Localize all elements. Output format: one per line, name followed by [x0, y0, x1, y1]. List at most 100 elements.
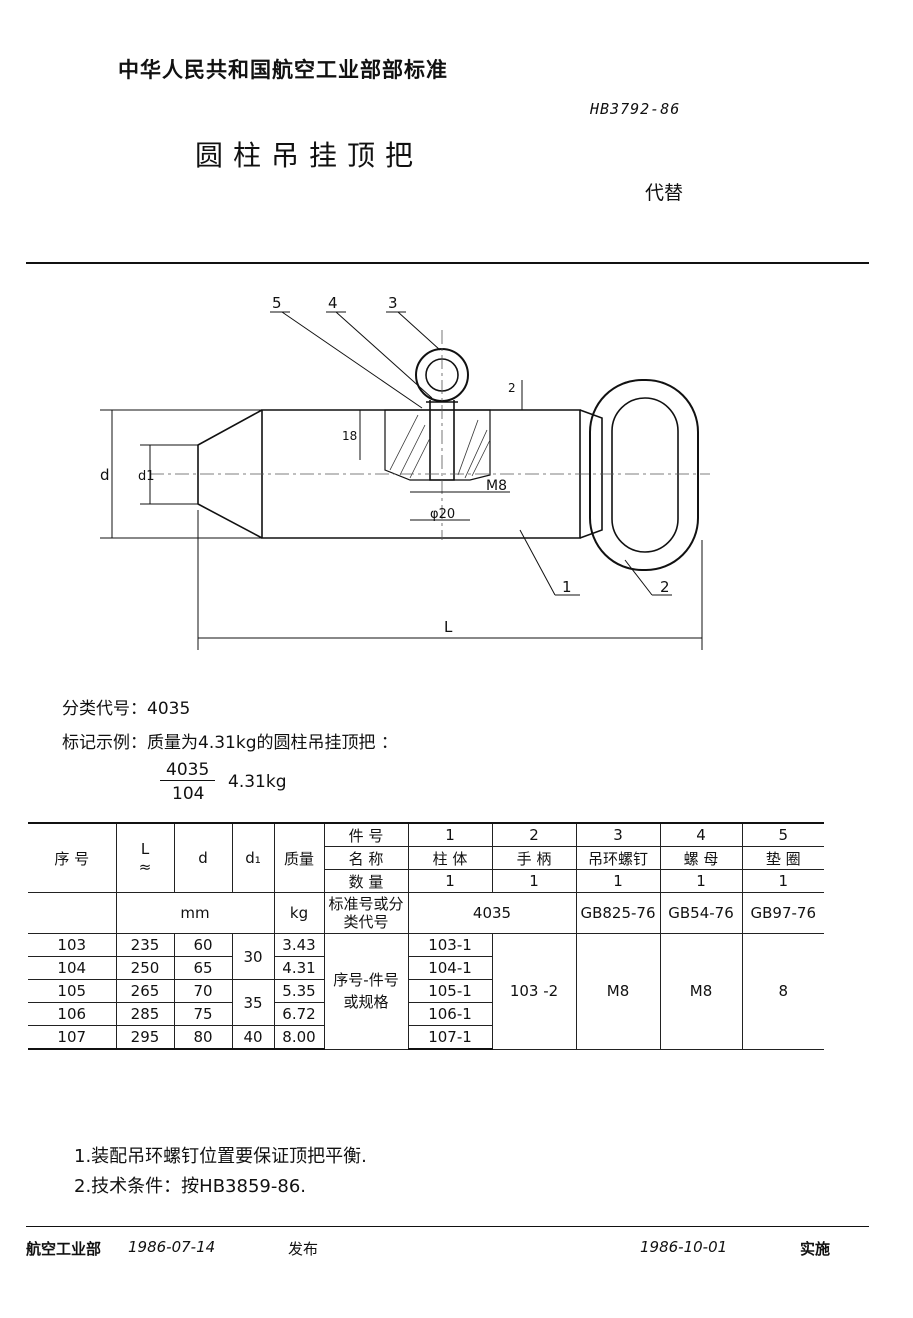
table-row: 105 265 70 35 5.35 105-1 — [28, 979, 824, 1026]
table-cell: M8 — [659, 933, 743, 1050]
h-serial: 序 号 — [28, 822, 117, 893]
table-cell: 103 -2 — [491, 933, 577, 1050]
table-cell: 垫 圈 — [741, 846, 824, 870]
table-row: 106 285 75 6.72 106-1 — [28, 1002, 824, 1026]
footer-issue-date: 1986-07-14 — [128, 1238, 216, 1256]
h-qty: 数 量 — [323, 869, 409, 893]
table-cell: 105-1 — [407, 979, 493, 1003]
h-std: 标准号或分类代号 — [323, 892, 409, 934]
footer-divider — [26, 1226, 869, 1227]
table-cell: 5 — [741, 822, 824, 847]
dim-2: 2 — [508, 381, 516, 395]
h-L: L≈ — [115, 822, 175, 893]
table-cell: 4.31 — [273, 956, 325, 980]
table-cell: 3 — [575, 822, 661, 847]
technical-drawing: 5 4 3 2 1 d d1 L 18 2 M8 φ20 — [100, 294, 710, 650]
h-d: d — [173, 822, 233, 893]
table-row: 107 295 80 40 8.00 107-1 — [28, 1025, 824, 1050]
table-cell: 75 — [173, 1002, 233, 1026]
h-name: 名 称 — [323, 846, 409, 870]
note-2: 2.技术条件：按HB3859-86. — [74, 1176, 306, 1197]
standard-code: HB3792-86 — [590, 100, 681, 118]
table-cell: 103 — [28, 933, 117, 957]
table-cell: 35 — [231, 979, 275, 1026]
table-cell: 8.00 — [273, 1025, 325, 1050]
mark-numerator: 4035 — [160, 760, 216, 781]
table-cell: GB97-76 — [741, 892, 824, 934]
table-cell: 285 — [115, 1002, 175, 1026]
table-cell: 106-1 — [407, 1002, 493, 1026]
table-cell: 65 — [173, 956, 233, 980]
table-cell: 60 — [173, 933, 233, 957]
spec-label: 序号-件号或规格 — [323, 933, 409, 1050]
table-cell: 235 — [115, 933, 175, 957]
table-cell: 295 — [115, 1025, 175, 1050]
table-cell: 107 — [28, 1025, 117, 1050]
dim-L: L — [444, 618, 453, 636]
table-cell: 8 — [741, 933, 824, 1050]
table-cell: 手 柄 — [491, 846, 577, 870]
table-cell — [28, 892, 117, 934]
table-cell: 吊环螺钉 — [575, 846, 661, 870]
classification-code: 分类代号：4035 — [62, 699, 191, 719]
table-cell: 1 — [491, 869, 577, 893]
table-cell: 6.72 — [273, 1002, 325, 1026]
table-cell: 3.43 — [273, 933, 325, 957]
table-cell: 103-1 — [407, 933, 493, 957]
callout-2: 2 — [660, 578, 670, 596]
h-part-no: 件 号 — [323, 822, 409, 847]
table-cell: 250 — [115, 956, 175, 980]
table-cell: GB54-76 — [659, 892, 743, 934]
table-cell: 螺 母 — [659, 846, 743, 870]
table-cell: 1 — [407, 869, 493, 893]
table-cell: 105 — [28, 979, 117, 1003]
callout-5: 5 — [272, 294, 282, 312]
table-cell: 1 — [741, 869, 824, 893]
table-cell: 104-1 — [407, 956, 493, 980]
footer-effective-date: 1986-10-01 — [640, 1238, 728, 1256]
dim-d: d — [100, 466, 110, 484]
table-cell: 30 — [231, 933, 275, 980]
table-cell: 70 — [173, 979, 233, 1003]
table-row: 103 235 60 30 3.43 序号-件号或规格 103-1 103 -2… — [28, 933, 824, 1050]
table-cell: M8 — [575, 933, 661, 1050]
table-cell: 40 — [231, 1025, 275, 1050]
dim-m8: M8 — [486, 478, 507, 494]
table-cell: 4035 — [407, 892, 577, 934]
dim-18: 18 — [342, 429, 357, 443]
table-cell: 1 — [659, 869, 743, 893]
mark-mass: 4.31kg — [228, 772, 287, 792]
callout-3: 3 — [388, 294, 398, 312]
h-mm: mm — [115, 892, 275, 934]
table-cell: 5.35 — [273, 979, 325, 1003]
mark-denominator: 104 — [172, 784, 205, 804]
h-mass: 质量 — [273, 822, 325, 893]
replaces-label: 代替 — [645, 182, 684, 204]
table-cell: 107-1 — [407, 1025, 493, 1050]
table-cell: 265 — [115, 979, 175, 1003]
table-cell: 4 — [659, 822, 743, 847]
table-cell: 1 — [575, 869, 661, 893]
header-divider — [26, 262, 869, 264]
table-cell: 柱 体 — [407, 846, 493, 870]
note-1: 1.装配吊环螺钉位置要保证顶把平衡. — [74, 1146, 367, 1167]
marking-example: 标记示例：质量为4.31kg的圆柱吊挂顶把 ： — [62, 733, 398, 753]
h-kg: kg — [273, 892, 325, 934]
dim-d1: d1 — [138, 469, 155, 484]
dim-phi20: φ20 — [430, 507, 455, 522]
footer-effective: 实施 — [800, 1240, 831, 1258]
h-d1: d₁ — [231, 822, 275, 893]
table-row: 104 250 65 4.31 104-1 — [28, 956, 824, 980]
table-cell: 80 — [173, 1025, 233, 1050]
footer-issued: 发布 — [288, 1240, 319, 1258]
table-cell: 106 — [28, 1002, 117, 1026]
specification-table: 序 号 L≈ d d₁ 质量 件 号 1 2 3 4 5 名 称 柱 体 手 柄… — [28, 822, 824, 1050]
table-cell: 1 — [407, 822, 493, 847]
table-cell: 104 — [28, 956, 117, 980]
table-cell: GB825-76 — [575, 892, 661, 934]
callout-4: 4 — [328, 294, 338, 312]
issuing-organization: 中华人民共和国航空工业部部标准 — [118, 58, 448, 82]
callout-1: 1 — [562, 578, 572, 596]
table-cell: 2 — [491, 822, 577, 847]
document-title: 圆柱吊挂顶把 — [195, 139, 424, 172]
